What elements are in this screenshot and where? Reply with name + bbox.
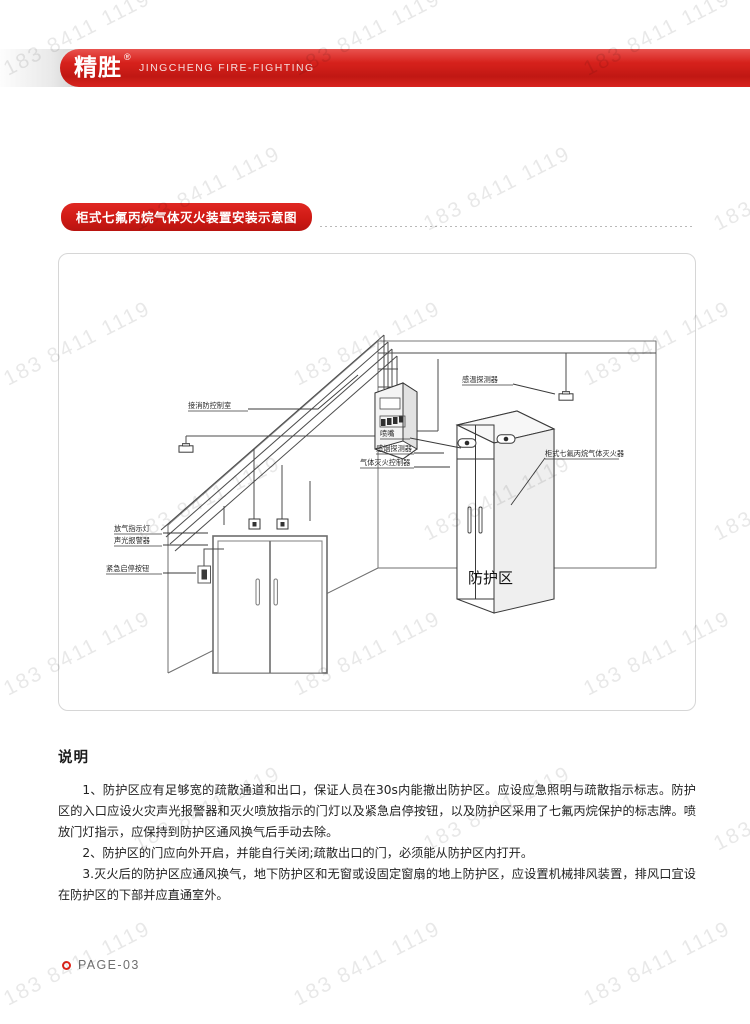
note-item: 3.灭火后的防护区应通风换气，地下防护区和无窗或设固定窗扇的地上防护区，应设置机…	[58, 867, 696, 902]
header-banner	[0, 49, 750, 87]
label-fire-control-room: 接消防控制室	[188, 401, 231, 410]
page-footer: PAGE-03	[62, 958, 140, 972]
audible-visual-alarm-device	[276, 518, 289, 530]
registered-trademark-icon: ®	[124, 52, 131, 62]
section-title-container: 柜式七氟丙烷气体灭火装置安装示意图	[61, 203, 313, 231]
brand-name-english: JINGCHENG FIRE-FIGHTING	[139, 62, 315, 74]
notes-heading: 说明	[58, 750, 89, 766]
label-cabinet-extinguisher: 柜式七氟丙烷气体灭火器	[545, 449, 624, 458]
label-smoke-detector: 感烟探测器	[376, 444, 412, 453]
heat-detector-device	[558, 390, 574, 401]
note-item: 1、防护区应有足够宽的疏散通道和出口，保证人员在30s内能撤出防护区。应设应急照…	[58, 783, 696, 839]
watermark-text: 183 8411 1119	[710, 762, 750, 856]
gas-release-indicator-device	[248, 518, 261, 530]
watermark-text: 183 8411 1119	[290, 916, 445, 1011]
page-number-label: PAGE-03	[78, 958, 140, 972]
watermark-text: 183 8411 1119	[420, 141, 575, 236]
label-heat-detector: 感温探测器	[462, 375, 498, 384]
label-gas-release-indicator: 放气指示灯	[114, 524, 150, 533]
watermark-text: 183 8411 1119	[580, 916, 735, 1011]
bullet-dot-icon	[62, 960, 71, 970]
cabinet-extinguisher-device	[455, 410, 556, 614]
protection-zone-label: 防护区	[468, 569, 513, 587]
diagram-frame	[58, 253, 696, 711]
section-title: 柜式七氟丙烷气体灭火装置安装示意图	[61, 203, 313, 231]
notes-body: 1、防护区应有足够宽的疏散通道和出口，保证人员在30s内能撤出防护区。应设应急照…	[58, 780, 696, 906]
note-item: 2、防护区的门应向外开启，并能自行关闭;疏散出口的门，必须能从防护区内打开。	[82, 846, 534, 860]
watermark-text: 183 8411 1119	[710, 452, 750, 546]
title-dotted-rule	[320, 226, 695, 227]
label-nozzle: 喷嘴	[380, 429, 394, 438]
header-red-bar	[60, 49, 750, 87]
label-emergency-start-stop-button: 紧急启停按钮	[106, 564, 149, 573]
emergency-start-stop-button-device	[197, 565, 211, 584]
protection-zone-door	[212, 535, 328, 674]
label-gas-extinguish-controller: 气体灭火控制器	[360, 458, 410, 467]
label-audible-visual-alarm: 声光报警器	[114, 536, 150, 545]
watermark-text: 183 8411 1119	[710, 142, 750, 236]
gas-extinguish-controller-device	[374, 382, 418, 460]
brand-name-chinese: 精胜	[74, 55, 122, 81]
smoke-detector-device	[178, 442, 194, 453]
installation-diagram: 接消防控制室 感烟探测器 气体灭火控制器 喷嘴 感温探测器 柜式七氟丙烷气体灭火…	[106, 334, 657, 674]
